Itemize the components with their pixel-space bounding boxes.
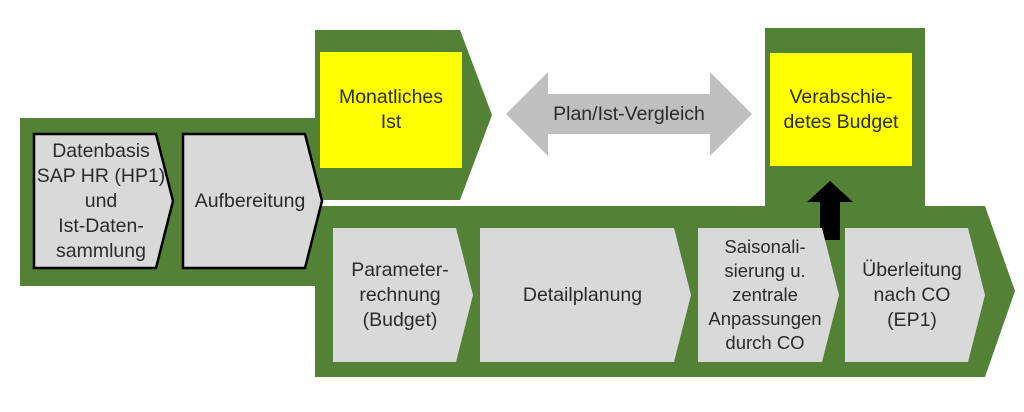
parameterrechnung-chevron — [333, 228, 473, 362]
saisonalisierung-chevron — [698, 228, 839, 362]
parameterrechnung-label: Parameter- rechnung (Budget) — [351, 258, 449, 331]
detailplanung-chevron — [480, 228, 691, 362]
aufbereitung-label: Aufbereitung — [194, 189, 306, 212]
up-arrow — [807, 181, 853, 240]
detailplanung-label: Detailplanung — [522, 283, 643, 306]
monatliches-ist-box — [320, 52, 462, 168]
ueberleitung-chevron — [845, 228, 985, 362]
verabschiedetes-budget-label: Verabschie- detes Budget — [783, 85, 899, 133]
datenbasis-label: Datenbasis SAP HR (HP1) und Ist-Daten- s… — [36, 139, 166, 262]
plan-ist-double-arrow — [506, 72, 752, 156]
datenbasis-chevron — [32, 132, 175, 270]
plan-ist-vergleich-label: Plan/Ist-Vergleich — [553, 102, 705, 125]
monatliches-ist-label: Monatliches Ist — [338, 86, 444, 133]
verabschiedetes-budget-box — [770, 53, 912, 166]
aufbereitung-chevron — [181, 132, 324, 270]
saisonalisierung-label: Saisonali- sierung u. zentrale Anpassung… — [708, 236, 822, 353]
ueberleitung-label: Überleitung nach CO (EP1) — [862, 258, 962, 331]
